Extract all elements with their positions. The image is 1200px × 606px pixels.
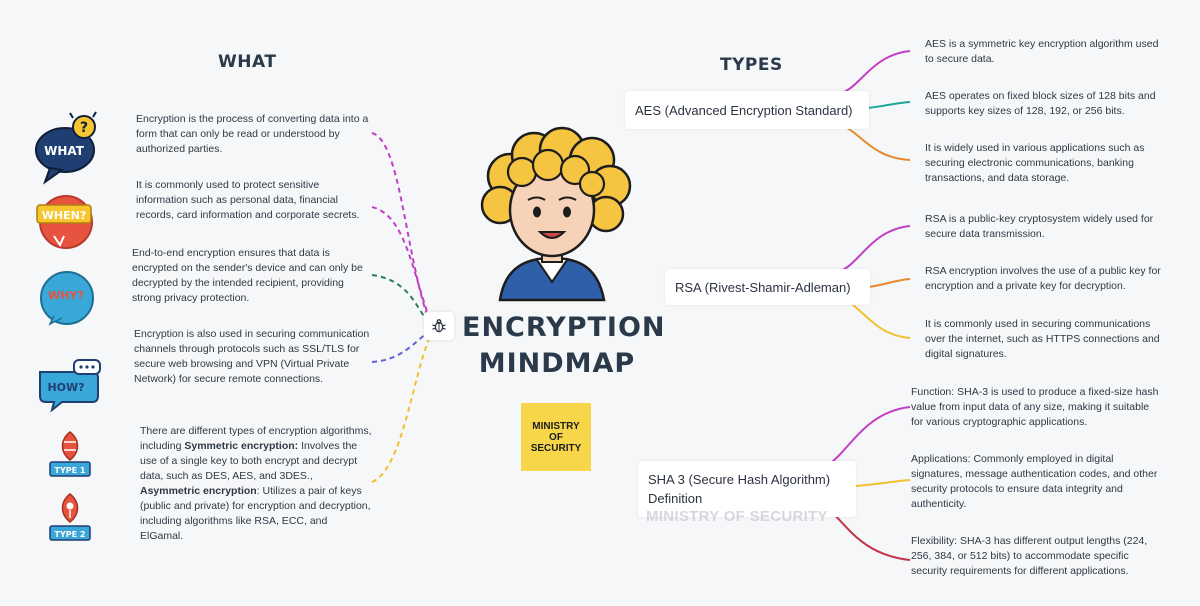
connector-sha-3 <box>829 509 911 561</box>
rsa-detail-2: RSA encryption involves the use of a pub… <box>925 265 1161 292</box>
connector-what-3 <box>371 274 429 323</box>
connector-rsa-3 <box>844 299 911 339</box>
symmetric-encryption-label: Symmetric encryption: <box>184 440 299 452</box>
connector-what-5 <box>371 335 431 483</box>
what-types-item: There are different types of encryption … <box>140 424 372 544</box>
central-node[interactable] <box>424 312 454 340</box>
what-types-part3: : Utilizes a pair of keys (public and pr… <box>140 485 371 542</box>
aes-detail-3: It is widely used in various application… <box>925 142 1145 184</box>
types-heading: TYPES <box>720 55 783 75</box>
what-item-4: Encryption is also used in securing comm… <box>134 328 370 385</box>
watermark: MINISTRY OF SECURITY <box>646 508 828 525</box>
connector-rsa-1 <box>837 225 911 273</box>
type-node-sha3[interactable]: SHA 3 (Secure Hash Algorithm) Definition <box>638 461 856 517</box>
what-types-part1: There are different types of encryption … <box>140 425 372 452</box>
ministry-label: MINISTRY OF SECURITY <box>530 420 582 454</box>
asymmetric-encryption-label: Asymmetric encryption <box>140 485 257 497</box>
bug-icon <box>432 319 446 333</box>
what-heading: WHAT <box>218 52 277 72</box>
connector-sha-2 <box>855 479 911 487</box>
what-item-1: Encryption is the process of converting … <box>136 113 369 155</box>
center-title: ENCRYPTION MINDMAP <box>462 310 666 382</box>
ministry-of-security-logo: MINISTRY OF SECURITY <box>521 403 591 471</box>
connector-aes-1 <box>837 50 911 95</box>
rsa-detail-1: RSA is a public-key cryptosystem widely … <box>925 213 1154 240</box>
center-title-line2: MINDMAP <box>478 348 636 379</box>
connector-what-1 <box>371 132 429 319</box>
sha3-detail-3: Flexibility: SHA-3 has different output … <box>911 535 1148 577</box>
type-node-sha3-label: SHA 3 (Secure Hash Algorithm) Definition <box>648 472 831 506</box>
what-types-part2: Involves the use of a single key to both… <box>140 440 358 482</box>
type-node-rsa-label: RSA (Rivest-Shamir-Adleman) <box>675 279 851 295</box>
connector-rsa-2 <box>867 278 911 288</box>
center-title-line1: ENCRYPTION <box>462 312 666 343</box>
aes-detail-2: AES operates on fixed block sizes of 128… <box>925 90 1156 117</box>
sha3-detail-1: Function: SHA-3 is used to produce a fix… <box>911 386 1159 428</box>
sha3-detail-2: Applications: Commonly employed in digit… <box>911 453 1158 510</box>
connector-sha-1 <box>827 406 911 466</box>
rsa-detail-3: It is commonly used in securing communic… <box>925 318 1160 360</box>
what-item-2: It is commonly used to protect sensitive… <box>136 179 360 221</box>
type-node-aes-label: AES (Advanced Encryption Standard) <box>635 102 853 118</box>
connector-aes-3 <box>837 123 911 161</box>
type-node-rsa[interactable]: RSA (Rivest-Shamir-Adleman) <box>665 269 870 305</box>
connector-what-4 <box>371 331 429 363</box>
connector-aes-2 <box>867 101 911 109</box>
aes-detail-1: AES is a symmetric key encryption algori… <box>925 38 1159 65</box>
what-item-3: End-to-end encryption ensures that data … <box>132 247 363 304</box>
connector-what-2 <box>371 206 431 321</box>
type-node-aes[interactable]: AES (Advanced Encryption Standard) <box>625 91 869 129</box>
